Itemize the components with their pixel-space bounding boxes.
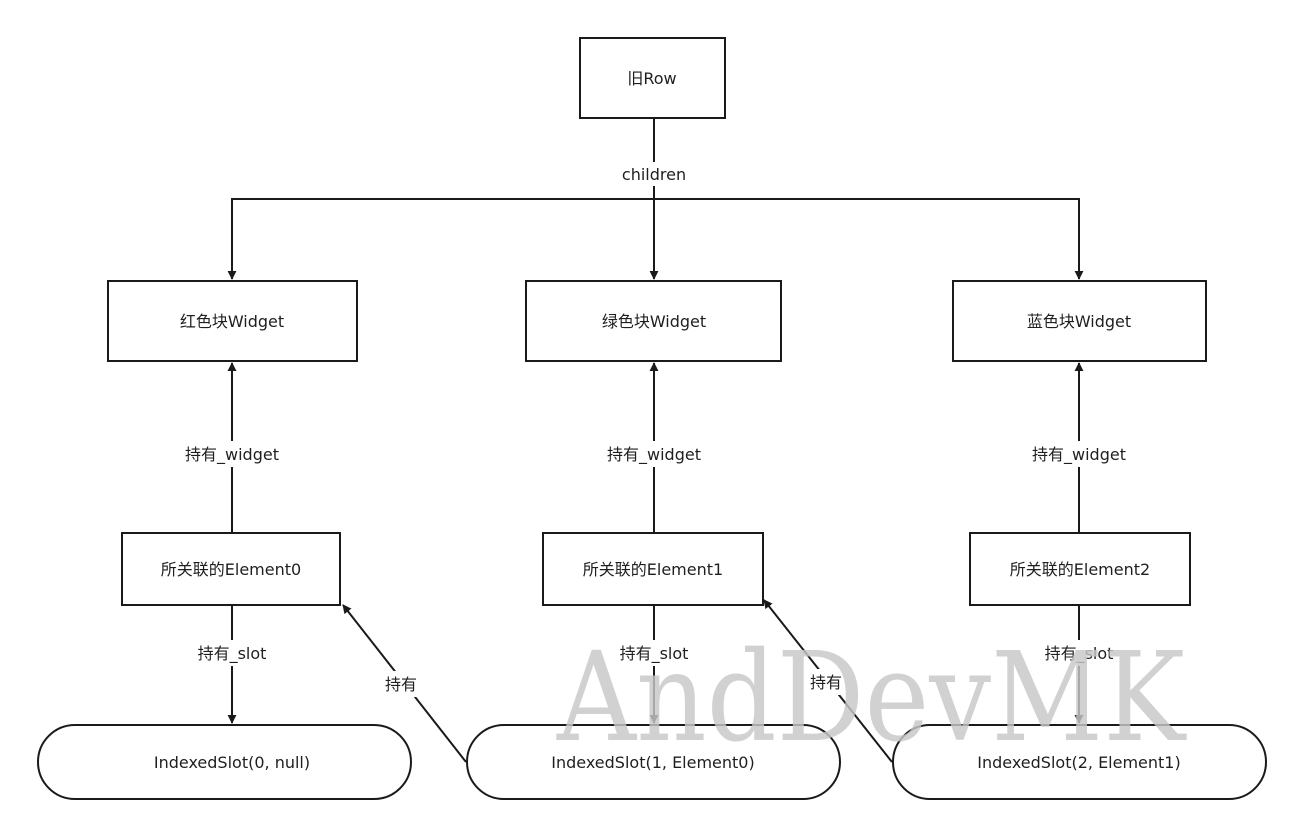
- node-slot2-label: IndexedSlot(2, Element1): [977, 753, 1180, 772]
- node-element2: 所关联的Element2: [969, 532, 1191, 606]
- hold-slot-edge-0: 持有_slot: [186, 605, 278, 724]
- node-slot0-label: IndexedSlot(0, null): [154, 753, 310, 772]
- node-blue-widget: 蓝色块Widget: [952, 280, 1207, 362]
- hold-widget-label-1: 持有_widget: [607, 445, 701, 465]
- node-old-row: 旧Row: [579, 37, 726, 119]
- node-red-widget: 红色块Widget: [107, 280, 358, 362]
- hold-widget-label-2: 持有_widget: [1032, 445, 1126, 465]
- hold-slot-label-0: 持有_slot: [198, 644, 267, 664]
- children-edge: children: [227, 118, 1084, 280]
- node-element0-label: 所关联的Element0: [161, 560, 301, 579]
- node-element1-label: 所关联的Element1: [583, 560, 723, 579]
- hold-widget-label-0: 持有_widget: [185, 445, 279, 465]
- children-label: children: [622, 165, 686, 184]
- hold-edge-2: 持有: [763, 599, 893, 763]
- node-green-widget-label: 绿色块Widget: [602, 312, 706, 331]
- node-slot0: IndexedSlot(0, null): [37, 724, 412, 800]
- node-slot1: IndexedSlot(1, Element0): [466, 724, 841, 800]
- watermark: AndDevMK: [556, 626, 1187, 770]
- hold-widget-edge-1: 持有_widget: [598, 362, 710, 533]
- node-slot1-label: IndexedSlot(1, Element0): [551, 753, 754, 772]
- hold-label-2: 持有: [810, 673, 842, 692]
- hold-widget-edge-2: 持有_widget: [1023, 362, 1135, 533]
- hold-slot-edge-2: 持有_slot: [1033, 605, 1125, 724]
- node-blue-widget-label: 蓝色块Widget: [1027, 312, 1131, 331]
- node-element1: 所关联的Element1: [542, 532, 764, 606]
- hold-slot-label-2: 持有_slot: [1045, 644, 1114, 664]
- hold-widget-edge-0: 持有_widget: [176, 362, 288, 533]
- node-old-row-label: 旧Row: [627, 69, 676, 88]
- node-green-widget: 绿色块Widget: [525, 280, 782, 362]
- node-element0: 所关联的Element0: [121, 532, 341, 606]
- hold-slot-edge-1: 持有_slot: [608, 605, 700, 724]
- node-red-widget-label: 红色块Widget: [180, 312, 284, 331]
- node-element2-label: 所关联的Element2: [1010, 560, 1150, 579]
- hold-edge-1: 持有: [342, 604, 467, 763]
- hold-slot-label-1: 持有_slot: [620, 644, 689, 664]
- hold-label-1: 持有: [385, 675, 417, 694]
- node-slot2: IndexedSlot(2, Element1): [892, 724, 1267, 800]
